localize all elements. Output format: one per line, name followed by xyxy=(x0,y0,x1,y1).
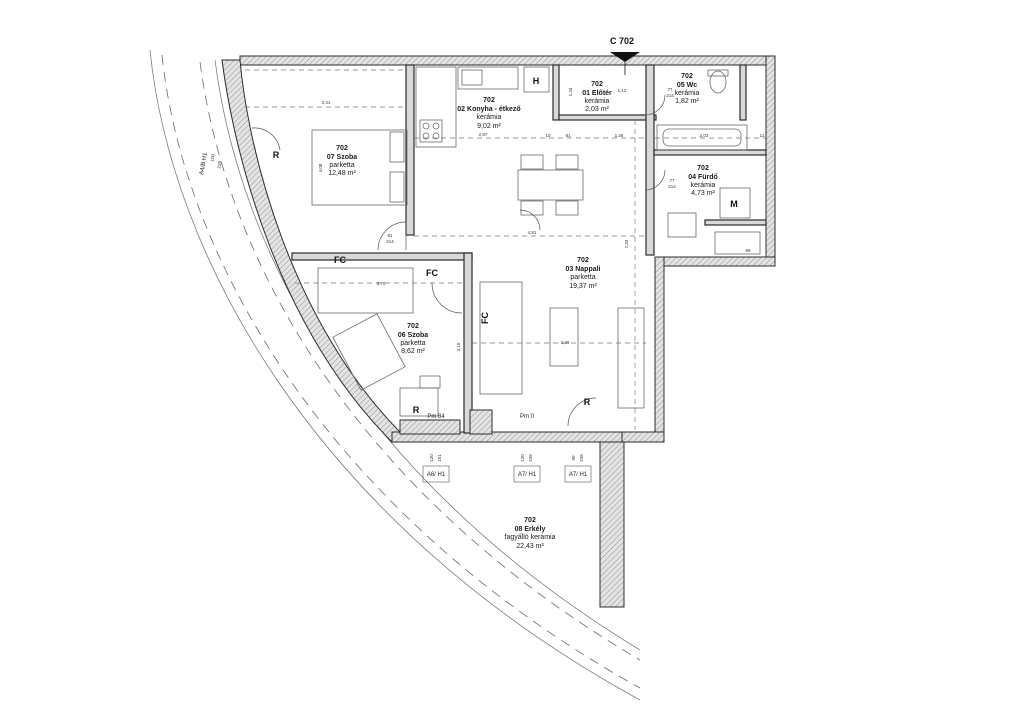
pm84-label: Pm 84 xyxy=(427,414,445,420)
svg-text:702: 702 xyxy=(336,145,348,152)
room-label-08: 702 08 Erkély fagyálló kerámia 22,43 m² xyxy=(505,517,556,550)
svg-text:3,41: 3,41 xyxy=(322,100,331,105)
svg-text:1,26: 1,26 xyxy=(615,133,624,138)
svg-text:90: 90 xyxy=(571,455,576,461)
window-tags: A6/ H1 A7/ H1 A7/ H1 A4/B H1 xyxy=(199,152,592,483)
svg-text:12,48 m²: 12,48 m² xyxy=(328,170,356,177)
svg-text:702: 702 xyxy=(407,323,419,330)
svg-text:4,73 m²: 4,73 m² xyxy=(691,190,715,197)
svg-text:702: 702 xyxy=(681,73,693,80)
walls xyxy=(221,55,776,608)
svg-text:parketta: parketta xyxy=(329,162,354,169)
svg-text:06 Szoba: 06 Szoba xyxy=(398,332,428,339)
svg-text:parketta: parketta xyxy=(400,340,425,347)
fc-label-3: FC xyxy=(480,312,490,324)
svg-text:01 Előtér: 01 Előtér xyxy=(582,90,612,97)
room-label-04: 702 04 Fürdő kerámia 4,73 m² xyxy=(688,165,718,197)
svg-text:151: 151 xyxy=(437,454,442,462)
room-label-05: 702 05 Wc kerámia 1,82 m² xyxy=(675,73,700,105)
window-tag: A4/B H1 xyxy=(199,152,209,176)
window-tag: A6/ H1 xyxy=(427,472,446,478)
svg-text:238: 238 xyxy=(579,454,584,462)
dimensions: 3,41 4,08 2,87 91 214 4,81 7,33 3,70 3,1… xyxy=(209,87,764,462)
room-label-02: 702 02 Konyha - étkező kerámia 9,02 m² xyxy=(457,97,520,130)
svg-text:19,37 m²: 19,37 m² xyxy=(569,283,597,290)
fc-label-1: FC xyxy=(334,255,346,265)
svg-text:81: 81 xyxy=(565,133,571,138)
guide-lines xyxy=(245,69,766,430)
svg-text:214: 214 xyxy=(386,239,394,244)
svg-text:kerámia: kerámia xyxy=(477,114,502,121)
svg-text:8,62 m²: 8,62 m² xyxy=(401,348,425,355)
doors xyxy=(251,94,666,427)
furniture xyxy=(311,66,761,417)
window-tag: A7/ H1 xyxy=(518,472,537,478)
svg-text:702: 702 xyxy=(483,97,495,104)
svg-text:1,82 m²: 1,82 m² xyxy=(675,98,699,105)
svg-text:11: 11 xyxy=(760,133,765,138)
svg-text:2,03 m²: 2,03 m² xyxy=(585,106,609,113)
svg-text:parketta: parketta xyxy=(570,274,595,281)
svg-text:kerámia: kerámia xyxy=(675,90,700,97)
svg-text:04 Fürdő: 04 Fürdő xyxy=(688,174,718,181)
fc-label-2: FC xyxy=(426,268,438,278)
pm0-label: Pm 0 xyxy=(520,414,535,420)
room-label-06: 702 06 Szoba parketta 8,62 m² xyxy=(398,323,428,355)
radiator-label-2: R xyxy=(413,405,420,415)
m-label: M xyxy=(730,199,738,209)
balcony-curves xyxy=(149,49,641,701)
svg-text:4,81: 4,81 xyxy=(528,230,537,235)
svg-text:1,34: 1,34 xyxy=(568,87,573,96)
svg-text:69: 69 xyxy=(745,248,751,253)
room-label-07: 702 07 Szoba parketta 12,48 m² xyxy=(327,145,357,177)
svg-text:3,70: 3,70 xyxy=(377,281,386,286)
svg-text:702: 702 xyxy=(524,517,536,524)
svg-text:02 Konyha - étkező: 02 Konyha - étkező xyxy=(457,106,520,113)
radiator-label-1: R xyxy=(273,150,280,160)
window-tag: A7/ H1 xyxy=(569,472,588,478)
svg-text:77: 77 xyxy=(667,87,673,92)
svg-text:702: 702 xyxy=(591,81,603,88)
svg-text:77: 77 xyxy=(669,178,675,183)
svg-text:214: 214 xyxy=(668,184,676,189)
svg-text:05 Wc: 05 Wc xyxy=(677,82,697,89)
svg-text:2,87: 2,87 xyxy=(479,132,488,137)
svg-text:214: 214 xyxy=(666,93,674,98)
svg-text:07 Szoba: 07 Szoba xyxy=(327,154,357,161)
svg-text:10: 10 xyxy=(545,133,551,138)
svg-text:120: 120 xyxy=(429,454,434,462)
svg-text:kerámia: kerámia xyxy=(691,182,716,189)
section-marker-label: C 702 xyxy=(610,36,634,46)
room-label-01: 702 01 Előtér kerámia 2,03 m² xyxy=(582,81,612,113)
svg-text:9,02 m²: 9,02 m² xyxy=(477,123,501,130)
svg-text:702: 702 xyxy=(697,165,709,172)
svg-text:120: 120 xyxy=(520,454,525,462)
room-label-03: 702 03 Nappali parketta 19,37 m² xyxy=(565,257,600,290)
svg-text:238: 238 xyxy=(528,454,533,462)
svg-text:kerámia: kerámia xyxy=(585,98,610,105)
section-marker xyxy=(610,52,640,75)
radiator-label-3: R xyxy=(584,397,591,407)
svg-text:03 Nappali: 03 Nappali xyxy=(565,266,600,273)
svg-text:7,33: 7,33 xyxy=(624,239,629,248)
svg-text:100: 100 xyxy=(209,153,215,162)
svg-text:22,43 m²: 22,43 m² xyxy=(516,543,544,550)
svg-text:08 Erkély: 08 Erkély xyxy=(515,526,546,533)
svg-text:4,08: 4,08 xyxy=(318,163,323,172)
svg-text:2,03: 2,03 xyxy=(700,133,709,138)
svg-text:91: 91 xyxy=(387,233,393,238)
svg-text:3,15: 3,15 xyxy=(456,342,461,351)
svg-text:239: 239 xyxy=(216,160,222,169)
svg-text:1,12: 1,12 xyxy=(618,88,627,93)
svg-text:3,49: 3,49 xyxy=(561,340,570,345)
svg-text:702: 702 xyxy=(577,257,589,264)
h-label: H xyxy=(533,76,540,86)
svg-text:fagyálló kerámia: fagyálló kerámia xyxy=(505,534,556,541)
